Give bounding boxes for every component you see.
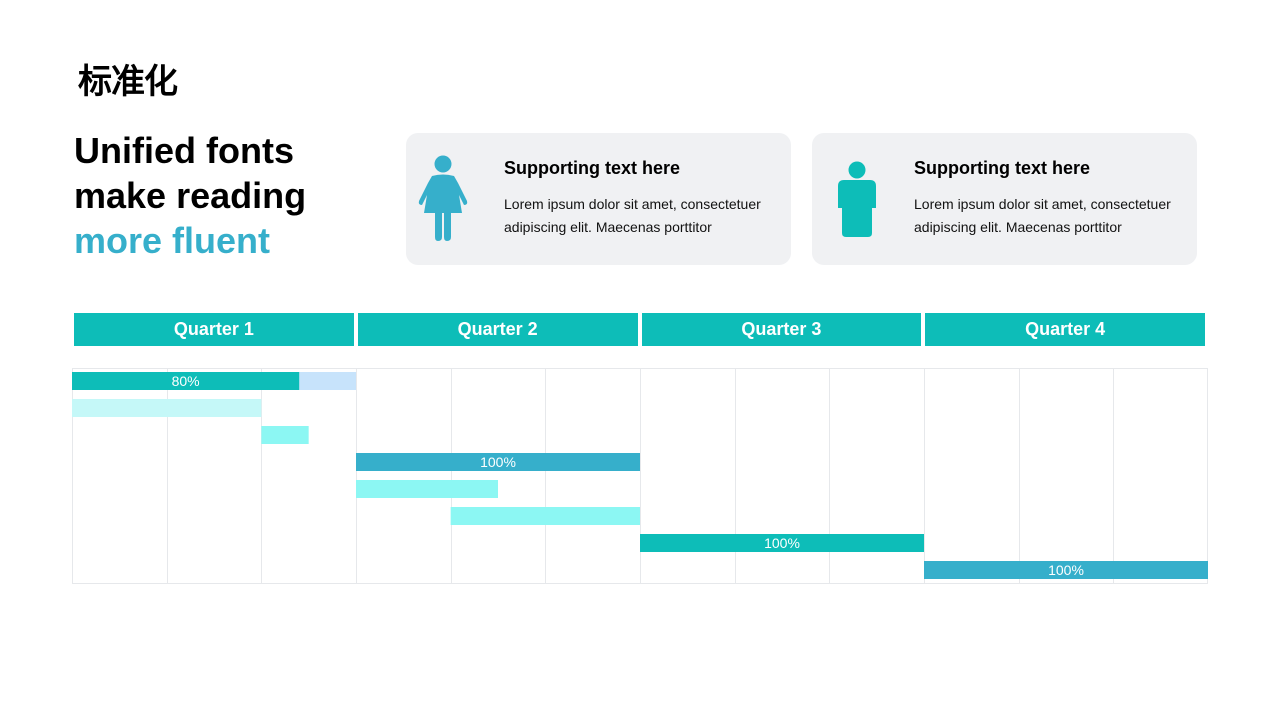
headline-line-2: make reading xyxy=(74,175,307,216)
gantt-bar-label: 100% xyxy=(480,454,516,470)
female-person-icon xyxy=(418,155,468,241)
male-person-icon xyxy=(838,161,876,237)
quarter-header-4: Quarter 4 xyxy=(925,313,1205,346)
gantt-bar-label: 100% xyxy=(764,535,800,551)
gantt-bar xyxy=(72,399,262,417)
card-body: Lorem ipsum dolor sit amet, consectetuer… xyxy=(504,196,761,235)
headline-line-1: Unified fonts xyxy=(74,130,294,171)
supporting-card-1: Supporting text here Lorem ipsum dolor s… xyxy=(406,133,791,265)
gantt-bar-label: 80% xyxy=(171,373,200,389)
gantt-bar-label: 100% xyxy=(1048,562,1084,578)
gantt-bar xyxy=(640,534,924,552)
quarter-header-3: Quarter 3 xyxy=(641,313,922,346)
headline: Unified fonts make reading more fluent xyxy=(74,128,394,263)
page-title: 标准化 xyxy=(78,62,178,102)
gantt-bar xyxy=(356,480,498,498)
supporting-card-2: Supporting text here Lorem ipsum dolor s… xyxy=(812,133,1197,265)
gantt-bar xyxy=(450,507,640,525)
gantt-bar xyxy=(924,561,1208,579)
card-title: Supporting text here xyxy=(504,158,681,178)
quarter-header-2: Quarter 2 xyxy=(357,313,638,346)
card-title: Supporting text here xyxy=(914,158,1091,178)
gantt-bar xyxy=(356,453,640,471)
gantt-chart: 80% 100% 100% 100% xyxy=(72,368,1208,584)
gantt-chart-canvas xyxy=(72,368,1208,584)
gantt-bar-progress xyxy=(72,372,300,390)
quarter-header-1: Quarter 1 xyxy=(74,313,354,346)
card-body: Lorem ipsum dolor sit amet, consectetuer… xyxy=(914,196,1171,235)
headline-line-3: more fluent xyxy=(74,220,271,261)
gantt-bar xyxy=(261,426,309,444)
